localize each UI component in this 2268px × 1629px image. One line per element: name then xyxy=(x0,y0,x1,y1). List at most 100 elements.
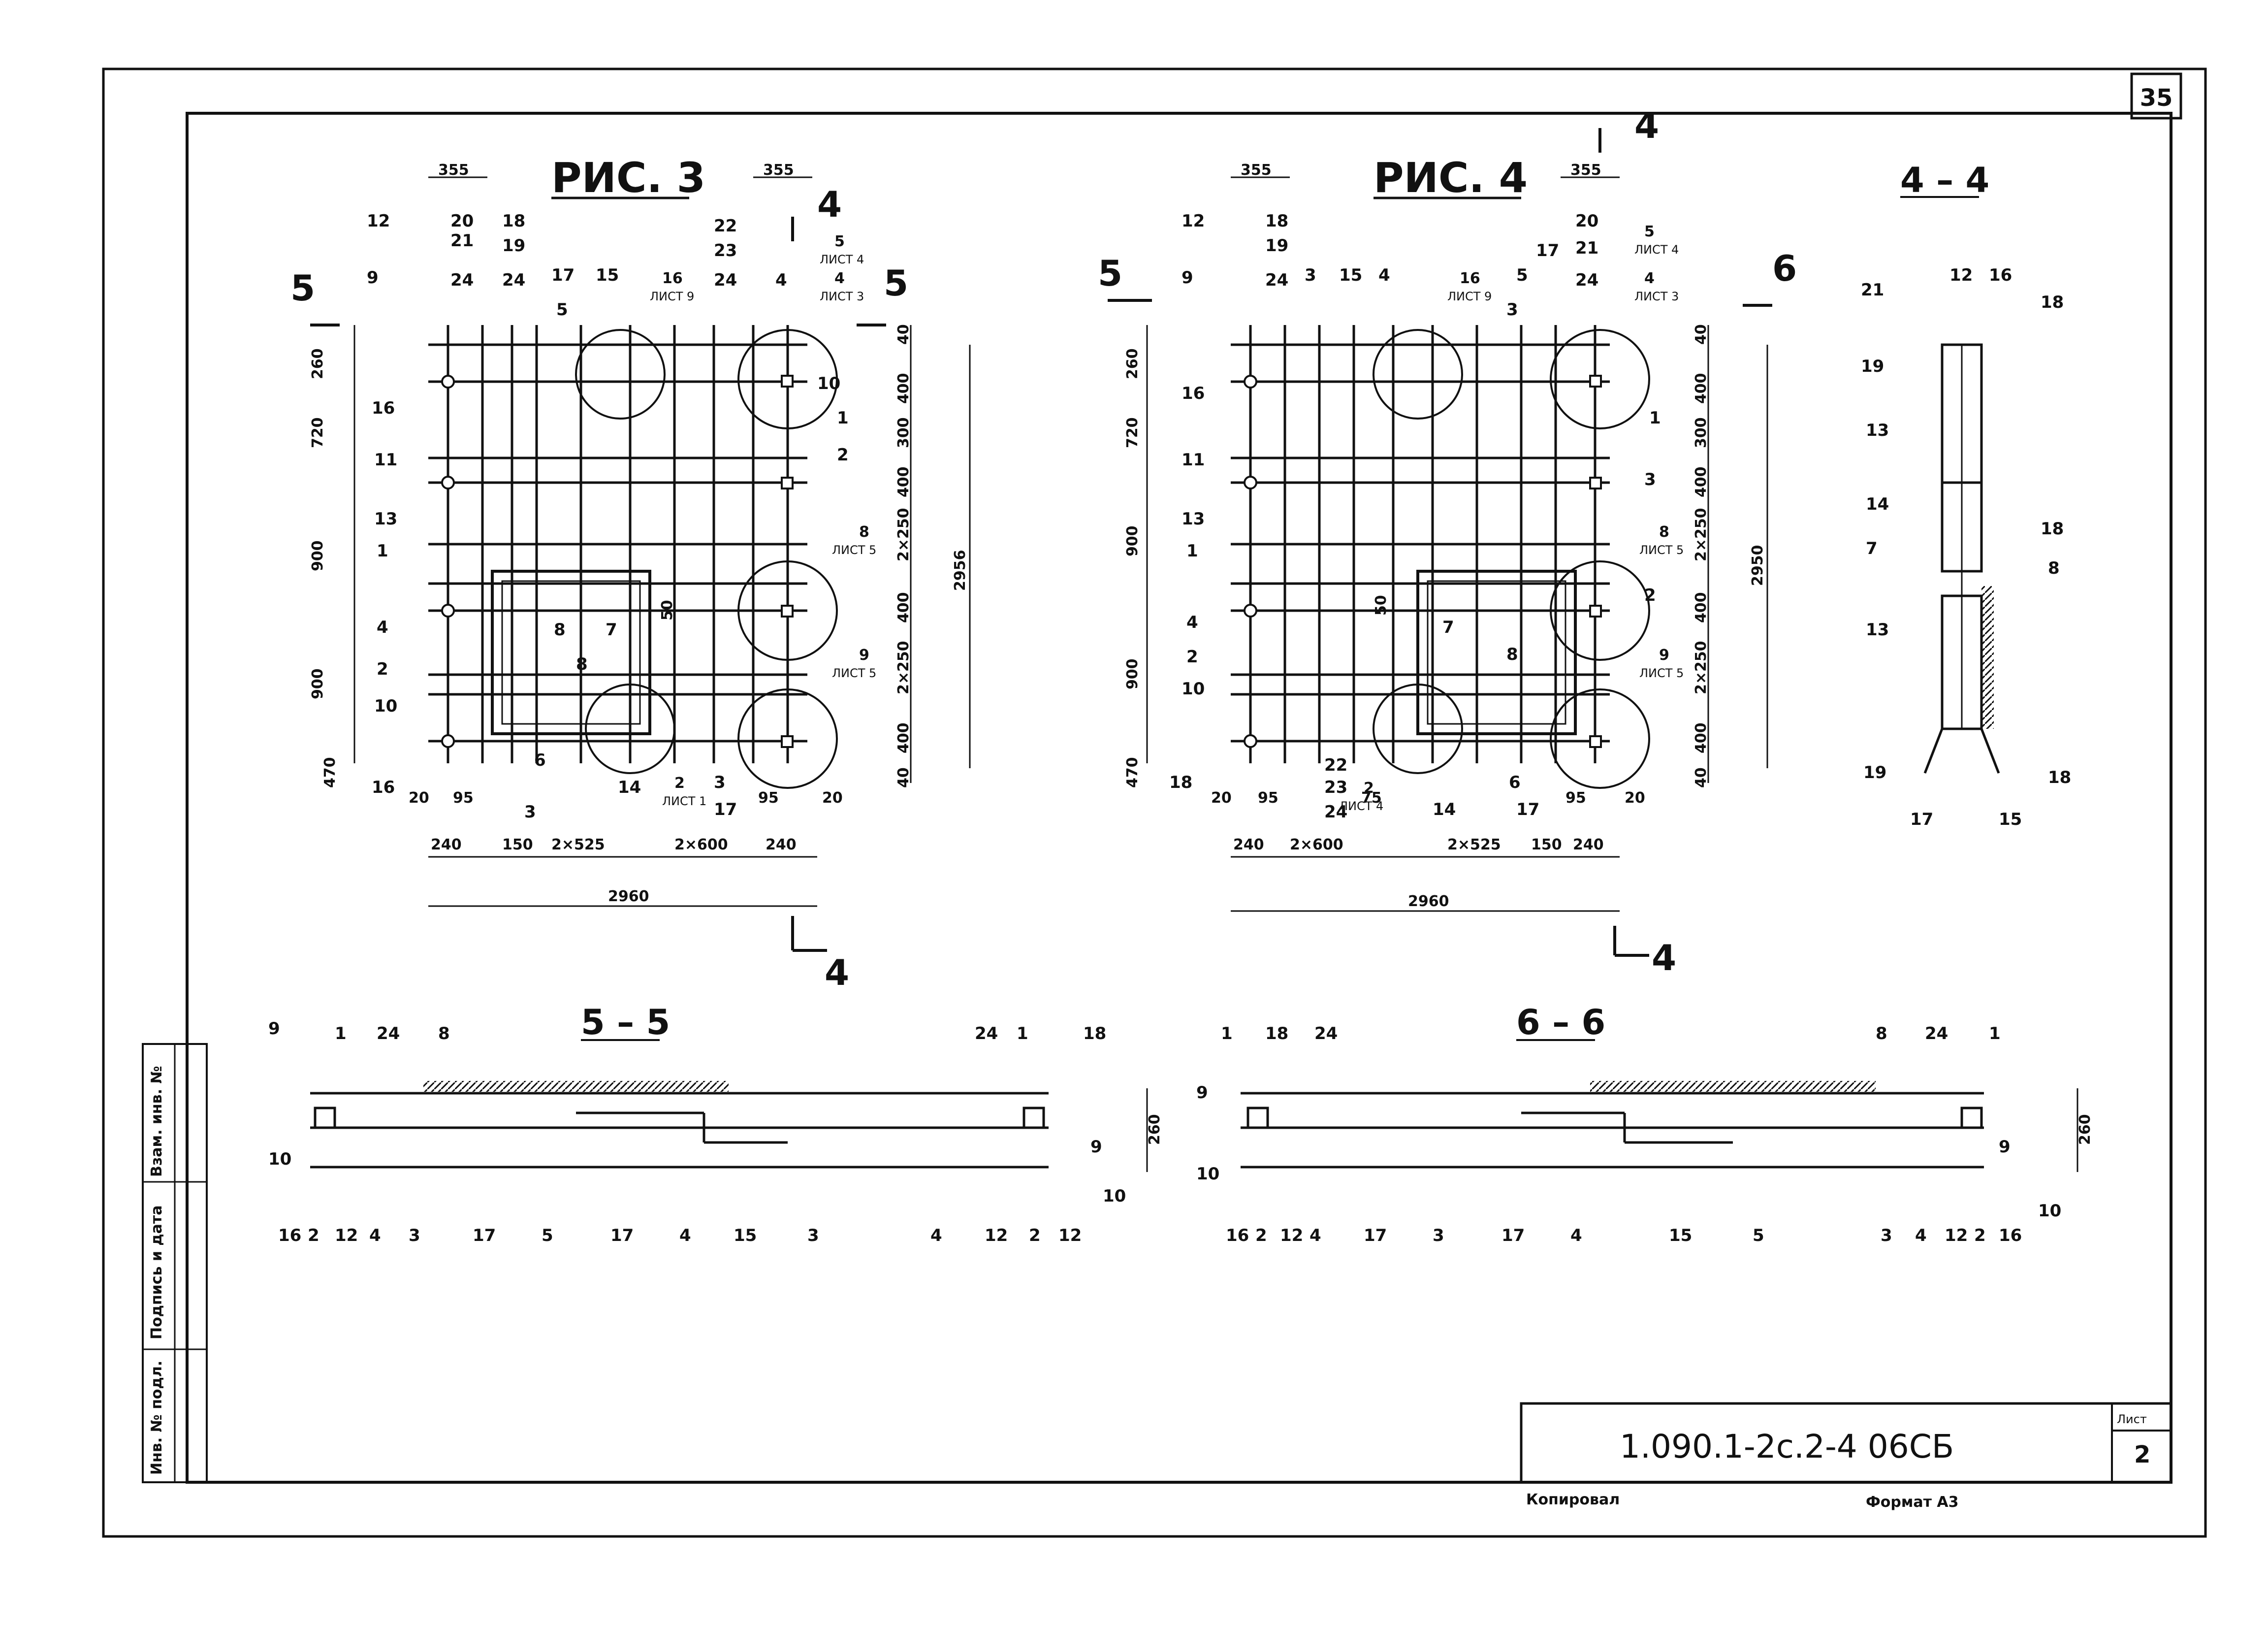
mark: 13 xyxy=(374,509,397,529)
fig4-ref-num: 5 xyxy=(1644,223,1655,240)
mark: 16 xyxy=(1182,384,1205,403)
fig3-right-dim: 400 xyxy=(895,592,912,623)
fig3-rebar-grid xyxy=(428,325,807,763)
fig3-total-width: 2960 xyxy=(608,888,649,905)
mark: 16 xyxy=(1999,1226,2022,1245)
sec66-height-dim: 260 xyxy=(2076,1114,2094,1145)
fig4-side-dim: 720 xyxy=(1124,417,1141,448)
mark: 14 xyxy=(1866,494,1889,514)
section-5-5: 5 – 5 9 1 24 8 24 1 18 9 10 16 2 12 xyxy=(268,1002,1163,1245)
mark: 23 xyxy=(1324,778,1347,797)
mark: 19 xyxy=(1863,763,1886,782)
fig4-edge-dims: 20 95 95 20 xyxy=(1211,789,1645,807)
mark: 10 xyxy=(268,1149,291,1169)
figure-4: РИС. 4 xyxy=(1098,105,1797,978)
fig3-cut-4-top: 4 xyxy=(817,184,842,225)
mark: 16 xyxy=(372,778,395,797)
mark: 4 xyxy=(775,270,787,290)
mark: 1 xyxy=(1989,1024,2001,1043)
mark: 18 xyxy=(502,211,525,231)
mark: 9 xyxy=(367,268,379,288)
fig4-edge-dim: 20 xyxy=(1211,789,1232,807)
mark: 12 xyxy=(1058,1226,1082,1245)
fig4-cut-4-top: 4 xyxy=(1634,105,1659,146)
sec55-height-dim: 260 xyxy=(1146,1114,1163,1145)
mark: 17 xyxy=(1910,810,1933,829)
mark: 10 xyxy=(817,374,840,393)
fig4-side-dims: 260 720 900 900 470 xyxy=(1124,348,1141,788)
mark: 9 xyxy=(268,1019,280,1039)
fig4-right-dim: 2×250 xyxy=(1693,641,1710,694)
sec55-top-marks: 9 1 24 8 24 1 18 9 xyxy=(268,1019,1106,1157)
mark: 11 xyxy=(374,450,397,470)
mark: 16 xyxy=(278,1226,301,1245)
stamp-inv-orig: Инв. № подл. xyxy=(148,1361,165,1475)
fig4-right-dim: 400 xyxy=(1693,722,1710,753)
fig3-cut-4-bottom: 4 xyxy=(825,952,849,993)
mark: 4 xyxy=(1186,613,1198,632)
fig3-edge-dim: 20 xyxy=(409,789,429,807)
sheet-number: 2 xyxy=(2134,1441,2150,1468)
mark: 10 xyxy=(2038,1201,2061,1221)
fig3-cut-5-right: 5 xyxy=(884,262,908,304)
fig3-bottom-dim: 240 xyxy=(766,836,797,853)
mark: 10 xyxy=(1182,679,1205,699)
fig3-edge-dim: 20 xyxy=(822,789,843,807)
fig4-bottom-dim: 2×600 xyxy=(1290,836,1343,853)
mark: 18 xyxy=(1265,1024,1288,1043)
mark: 21 xyxy=(450,231,474,251)
fig4-side-dim: 900 xyxy=(1124,658,1141,689)
copied-label: Копировал xyxy=(1526,1491,1620,1508)
mark: 9 xyxy=(1090,1137,1102,1157)
fig4-right-dim: 400 xyxy=(1693,466,1710,497)
title-block: 1.090.1-2с.2-4 06СБ Лист 2 Копировал Фор… xyxy=(1520,1402,2172,1511)
fig4-ref-num: 9 xyxy=(1659,647,1669,664)
mark: 8 xyxy=(1876,1024,1887,1043)
fig3-side-dims: 260 720 900 900 470 xyxy=(309,348,339,788)
mark: 17 xyxy=(610,1226,634,1245)
fig4-right-dim: 400 xyxy=(1693,592,1710,623)
fig4-top-dim-right: 355 xyxy=(1570,162,1601,179)
mark: 5 xyxy=(556,300,568,320)
fig3-nodes xyxy=(441,375,794,748)
mark: 15 xyxy=(596,265,619,285)
mark: 18 xyxy=(2041,293,2064,312)
fig4-right-dim: 40 xyxy=(1693,767,1710,788)
fig3-bottom-dim: 150 xyxy=(502,836,533,853)
fig4-right-dim: 400 xyxy=(1693,373,1710,404)
fig4-title: РИС. 4 xyxy=(1374,154,1528,202)
format-label: Формат А3 xyxy=(1866,1494,1959,1511)
mark: 12 xyxy=(367,211,390,231)
mark: 3 xyxy=(807,1226,819,1245)
fig3-ref-sheet: ЛИСТ 5 xyxy=(832,666,876,680)
mark: 20 xyxy=(1575,211,1598,231)
mark: 8 xyxy=(438,1024,450,1043)
mark: 7 xyxy=(1442,618,1454,637)
mark: 8 xyxy=(1506,645,1518,664)
fig3-side-dim: 470 xyxy=(321,757,339,788)
fig4-cut-4-bottom: 4 xyxy=(1652,937,1676,978)
fig4-side-dim: 470 xyxy=(1124,757,1141,788)
fig3-ref-num: 5 xyxy=(834,233,845,250)
fig3-ref-num: 16 xyxy=(662,270,683,287)
mark: 4 xyxy=(679,1226,691,1245)
fig3-side-dim: 900 xyxy=(309,668,326,699)
mark: 18 xyxy=(1265,211,1288,231)
fig4-edge-dim: 95 xyxy=(1258,789,1278,807)
mark: 24 xyxy=(377,1024,400,1043)
fig4-bottom-dims: 240 2×600 2×525 150 240 xyxy=(1233,836,1604,853)
mark: 24 xyxy=(502,270,525,290)
mark: 2 xyxy=(1029,1226,1041,1245)
mark: 2 xyxy=(1644,586,1656,605)
sec44-title: 4 – 4 xyxy=(1900,160,1989,200)
mark: 17 xyxy=(714,800,737,819)
mark: 8 xyxy=(554,620,566,640)
fig4-ref-num: 8 xyxy=(1659,523,1669,541)
mark: 5 xyxy=(1753,1226,1764,1245)
fig4-rebar-grid xyxy=(1231,325,1610,763)
fig3-ref-sheet: ЛИСТ 5 xyxy=(832,543,876,557)
fig3-right-dim: 2×250 xyxy=(895,508,912,561)
mark: 8 xyxy=(2048,558,2060,578)
fig4-ref-num: 4 xyxy=(1644,270,1655,287)
fig3-bottom-dim: 2×600 xyxy=(674,836,728,853)
